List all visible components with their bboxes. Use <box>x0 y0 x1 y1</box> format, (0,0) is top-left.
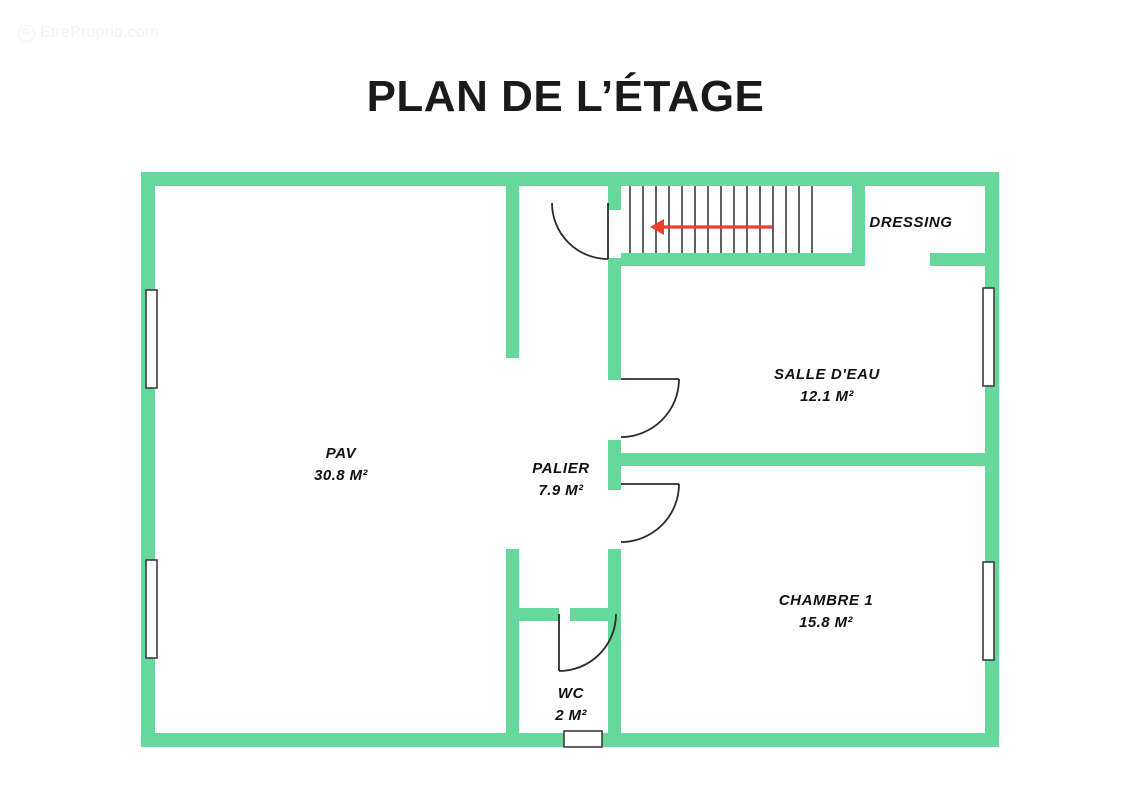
interior-wall-dressing-bottom <box>930 253 999 266</box>
door-swing-arc <box>551 202 609 260</box>
watermark: © EtreProprio.com <box>18 24 159 42</box>
stair-direction-arrow-head <box>650 219 664 235</box>
exterior-wall-left <box>141 172 155 747</box>
watermark-text: EtreProprio.com <box>40 24 159 41</box>
interior-wall-salledeau-bottom <box>621 453 999 466</box>
room-label-salle-deau: SALLE D'EAU 12.1 M² <box>717 364 937 408</box>
interior-wall-wc-left <box>519 608 559 621</box>
window-left-upper <box>145 289 158 389</box>
door-swing-arc <box>620 483 680 543</box>
room-label-pav: PAV 30.8 M² <box>231 443 451 487</box>
room-area: 12.1 M² <box>800 387 854 405</box>
page-title: PLAN DE L’ÉTAGE <box>366 72 765 121</box>
room-name: PAV <box>325 445 357 462</box>
room-area: 30.8 M² <box>314 466 368 484</box>
interior-wall-pav-upper <box>506 186 519 358</box>
room-label-dressing: DRESSING <box>801 212 1021 234</box>
room-name: PALIER <box>532 460 590 477</box>
interior-wall-palier-upper <box>608 258 621 380</box>
room-name: WC <box>557 685 585 702</box>
interior-wall-stair-bottom <box>621 253 865 266</box>
window-right-upper <box>982 287 995 387</box>
room-label-palier: PALIER 7.9 M² <box>451 458 671 502</box>
windows-layer <box>145 287 995 748</box>
window-bottom-wc <box>563 730 603 748</box>
room-label-chambre-1: CHAMBRE 1 15.8 M² <box>716 590 936 634</box>
window-right-lower <box>982 561 995 661</box>
staircase-layer <box>629 186 813 253</box>
door-palier-to-stairs <box>551 202 609 260</box>
staircase <box>629 186 813 253</box>
interior-wall-dressing-left <box>852 186 865 266</box>
doors-layer <box>551 202 680 672</box>
interior-wall-pav-lower <box>506 549 519 733</box>
room-area: 15.8 M² <box>799 613 853 631</box>
window-left-lower <box>145 559 158 659</box>
door-swing-arc <box>558 613 617 672</box>
door-chambre-1 <box>620 483 680 543</box>
room-area: 7.9 M² <box>538 481 584 499</box>
door-wc <box>558 613 617 672</box>
room-area: 2 M² <box>555 706 587 724</box>
door-salle-deau <box>620 378 680 438</box>
interior-wall-palier-mid <box>608 440 621 490</box>
door-swing-arc <box>620 378 680 438</box>
interior-wall-palier-lower <box>608 549 621 733</box>
room-name: SALLE D'EAU <box>773 366 880 383</box>
interior-wall-wc-right <box>570 608 621 621</box>
exterior-wall-top <box>141 172 999 186</box>
interior-wall-stair-side <box>608 186 621 210</box>
room-name: CHAMBRE 1 <box>778 592 874 609</box>
copyright-icon: © <box>18 24 35 42</box>
room-name: DRESSING <box>869 214 953 231</box>
room-label-wc: WC 2 M² <box>461 683 681 727</box>
